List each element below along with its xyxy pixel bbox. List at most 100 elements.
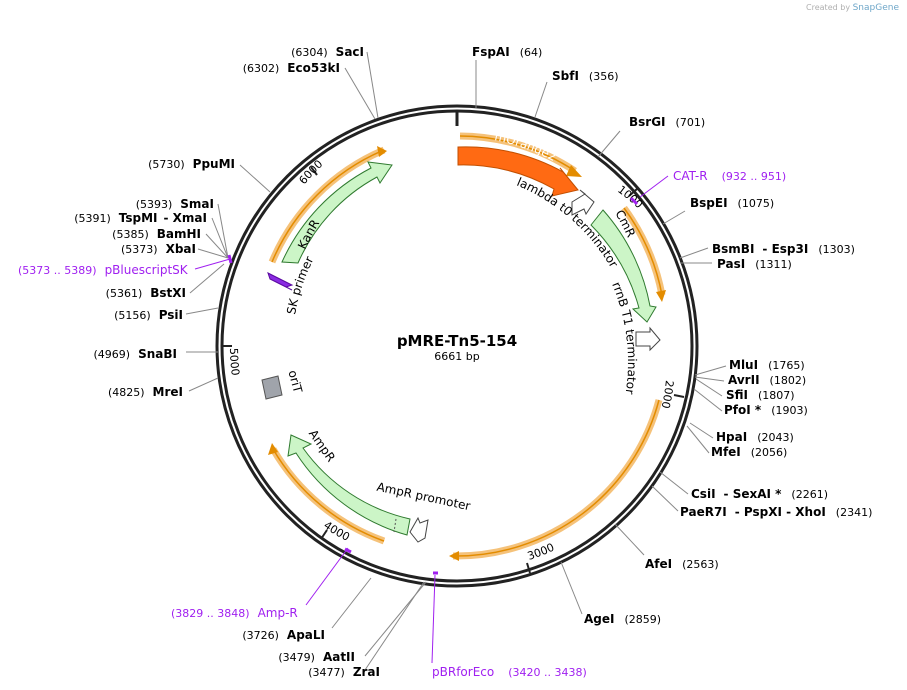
primer-line: [194, 258, 231, 270]
site-label-avrii[interactable]: AvrII(1802): [728, 373, 806, 387]
site-line: [197, 248, 229, 259]
primer-mark: [629, 196, 639, 206]
tick-mark: [628, 188, 638, 197]
primer-label-cat-r[interactable]: CAT-R(932 .. 951): [673, 169, 786, 183]
plasmid-name: pMRE-Tn5-154: [397, 332, 517, 350]
site-line: [614, 523, 645, 556]
sk-primer-marker[interactable]: [267, 272, 294, 291]
site-line: [694, 376, 725, 382]
site-label-bstxi[interactable]: (5361)BstXI: [106, 286, 186, 300]
tick-mark: [320, 529, 328, 540]
tick-mark: [673, 394, 685, 398]
site-label-bamhi[interactable]: (5385)BamHI: [112, 227, 201, 241]
site-line: [679, 247, 709, 259]
site-label-pasi[interactable]: PasI(1311): [717, 257, 792, 271]
primer-line: [305, 547, 349, 606]
site-label-mlui[interactable]: MluI(1765): [729, 358, 805, 372]
site-label-zrai[interactable]: (3477)ZraI: [308, 665, 380, 679]
site-lines: [185, 51, 727, 671]
orf-arrow: [272, 448, 385, 542]
site-line: [693, 388, 723, 412]
site-label-agei[interactable]: AgeI(2859): [584, 612, 661, 626]
primer-mark: [227, 254, 233, 264]
feature-morange2[interactable]: [457, 146, 579, 197]
feature-cmr[interactable]: [590, 209, 657, 323]
primer-mark: [344, 547, 352, 554]
site-line: [189, 263, 225, 294]
site-line: [560, 561, 583, 615]
site-label-psii[interactable]: (5156)PsiI: [114, 308, 183, 322]
site-label-xbai[interactable]: (5373)XbaI: [121, 242, 196, 256]
site-label-fspai[interactable]: FspAI(64): [472, 45, 542, 59]
orf-arrowhead: [377, 146, 387, 157]
site-label-hpai[interactable]: HpaI(2043): [716, 430, 794, 444]
site-label-bspei[interactable]: BspEI(1075): [690, 196, 774, 210]
site-label-mrei[interactable]: (4825)MreI: [108, 385, 183, 399]
feature-label-orit: oriT: [285, 369, 305, 395]
site-label-paer7i[interactable]: PaeR7I- PspXI - XhoI(2341): [680, 505, 872, 519]
orf-arrowhead: [449, 551, 459, 561]
primer-label-amp-r[interactable]: (3829 .. 3848)Amp-R: [171, 606, 298, 620]
site-label-pfoi[interactable]: PfoI *(1903): [724, 403, 808, 417]
orf-arrow: [271, 149, 385, 263]
site-label-ppumi[interactable]: (5730)PpuMI: [148, 157, 235, 171]
primer-line: [431, 574, 436, 664]
snapgene-logo: SnapGene: [852, 3, 899, 13]
site-label-bsrgi[interactable]: BsrGI(701): [629, 115, 705, 129]
tick-mark: [526, 562, 531, 574]
primer-line: [639, 175, 669, 198]
site-line: [686, 425, 710, 454]
orf-arrowhead: [566, 165, 582, 177]
plasmid-size: 6661 bp: [434, 350, 479, 363]
site-line: [659, 471, 689, 495]
site-line: [217, 203, 229, 259]
primer-label-pbrforeco[interactable]: pBRforEco(3420 .. 3438): [432, 665, 587, 679]
site-line: [694, 365, 727, 376]
credit-prefix: Created by: [806, 3, 851, 12]
credit: Created by SnapGene: [806, 3, 899, 13]
feature-label-ampr-promoter: AmpR promoter: [375, 480, 471, 514]
site-label-eco53ki[interactable]: (6302)Eco53kI: [243, 61, 340, 75]
site-line: [695, 378, 723, 397]
site-label-saci[interactable]: (6304)SacI: [291, 45, 364, 59]
promoter-ampr-arrow: [409, 516, 429, 543]
orf-arrow: [623, 207, 663, 296]
site-label-csii[interactable]: CsiI- SexAI *(2261): [691, 487, 828, 501]
site-line: [344, 67, 376, 120]
site-label-bsmbi[interactable]: BsmBI- Esp3I(1303): [712, 242, 855, 256]
site-line: [188, 377, 219, 392]
site-label-snabi[interactable]: (4969)SnaBI: [94, 347, 177, 361]
orf-arrow: [452, 399, 660, 557]
orit-marker[interactable]: [261, 375, 283, 400]
site-line: [534, 81, 548, 118]
site-label-aatii[interactable]: (3479)AatII: [278, 650, 355, 664]
primer-label-pbluescriptsk[interactable]: (5373 .. 5389)pBluescriptSK: [18, 263, 189, 277]
site-line: [185, 307, 219, 315]
site-line: [597, 130, 621, 158]
orf-halo: [452, 399, 663, 560]
site-line: [366, 51, 379, 119]
site-label-afei[interactable]: AfeI(2563): [645, 557, 719, 571]
tick-label: 5000: [227, 348, 242, 377]
site-label-tspmi[interactable]: (5391)TspMI- XmaI: [74, 211, 207, 225]
site-line: [651, 485, 679, 512]
orf-arrow: [459, 135, 576, 172]
terminator-rrnb-arrow: [635, 326, 661, 352]
backbone-outer: [215, 104, 699, 588]
site-line: [239, 164, 271, 193]
site-line: [662, 210, 686, 225]
orf-arrowhead: [656, 290, 666, 302]
tick-mark: [310, 166, 318, 176]
terminator-lambda-arrow: [571, 189, 595, 216]
site-line: [205, 233, 229, 259]
feature-ampr[interactable]: [287, 434, 411, 536]
site-label-sbfi[interactable]: SbfI(356): [552, 69, 619, 83]
site-label-smai[interactable]: (5393)SmaI: [136, 197, 214, 211]
feature-kanr[interactable]: [281, 161, 393, 264]
feature-label-rrnb-terminator: rrnB T1 terminator: [609, 280, 639, 395]
site-label-apali[interactable]: (3726)ApaLI: [242, 628, 325, 642]
site-label-mfei[interactable]: MfeI(2056): [711, 445, 787, 459]
site-label-sfii[interactable]: SfiI(1807): [726, 388, 795, 402]
site-line: [689, 422, 714, 439]
